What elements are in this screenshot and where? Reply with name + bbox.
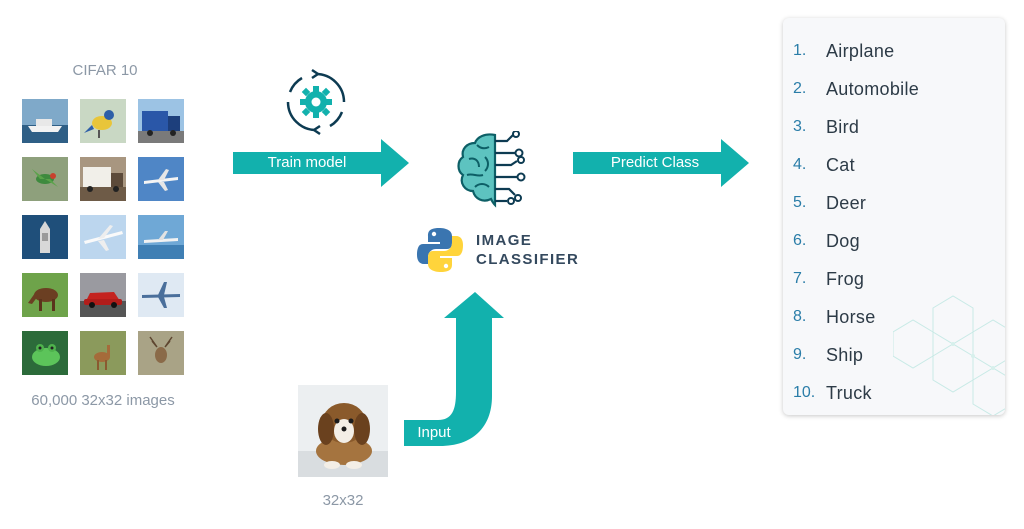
predict-class-arrow	[573, 139, 749, 187]
train-model-arrow	[233, 139, 409, 187]
thumbnail-airplane	[138, 215, 184, 259]
class-name: Airplane	[826, 40, 895, 61]
thumbnail-deer	[138, 331, 184, 375]
thumbnail-airplane	[138, 273, 184, 317]
class-name: Deer	[826, 192, 867, 213]
input-caption: 32x32	[322, 492, 364, 509]
class-item: 6. Dog	[793, 222, 919, 260]
classifier-label-line1: IMAGE	[476, 232, 533, 249]
gear-cycle-icon	[286, 68, 346, 136]
thumbnail-deer	[80, 331, 126, 375]
class-number: 9.	[793, 346, 807, 363]
class-name: Truck	[826, 382, 872, 403]
class-name: Bird	[826, 116, 860, 137]
class-number: 3.	[793, 118, 807, 135]
class-name: Automobile	[826, 78, 920, 99]
class-item: 4. Cat	[793, 146, 919, 184]
brain-circuit-icon	[457, 131, 526, 208]
class-name: Horse	[826, 306, 876, 327]
class-number: 10.	[793, 384, 816, 401]
input-arrow	[404, 292, 504, 446]
input-dog-image	[298, 385, 388, 477]
class-item: 10. Truck	[793, 374, 919, 412]
thumbnail-truck	[80, 157, 126, 201]
train-model-label: Train model	[267, 154, 347, 171]
class-item: 3. Bird	[793, 108, 919, 146]
class-number: 4.	[793, 156, 807, 173]
classifier-label-line2: CLASSIFIER	[476, 251, 580, 268]
class-list-panel: 1. Airplane 2. Automobile 3. Bird 4. Cat 5. Deer 6…	[783, 18, 1005, 415]
class-name: Cat	[826, 154, 855, 175]
thumbnail-frog	[22, 331, 68, 375]
dataset-title: CIFAR 10	[72, 62, 138, 79]
class-number: 7.	[793, 270, 807, 287]
image-classifier-label: IMAGE CLASSIFIER	[476, 231, 579, 269]
thumbnail-airplane	[138, 157, 184, 201]
class-number: 5.	[793, 194, 807, 211]
class-name: Ship	[826, 344, 864, 365]
class-list: 1. Airplane 2. Automobile 3. Bird 4. Cat 5. Deer 6…	[793, 32, 919, 412]
hexagon-pattern-decoration	[893, 295, 1005, 415]
class-name: Frog	[826, 268, 865, 289]
class-name: Dog	[826, 230, 860, 251]
thumbnail-ship	[22, 215, 68, 259]
class-item: 9. Ship	[793, 336, 919, 374]
class-item: 8. Horse	[793, 298, 919, 336]
class-item: 1. Airplane	[793, 32, 919, 70]
thumbnail-bird	[22, 157, 68, 201]
thumbnail-airplane	[80, 215, 126, 259]
class-item: 7. Frog	[793, 260, 919, 298]
python-logo	[417, 228, 463, 272]
class-number: 6.	[793, 232, 807, 249]
thumbnail-automobile	[80, 273, 126, 317]
thumbnail-horse	[22, 273, 68, 317]
thumbnail-ship	[22, 99, 68, 143]
class-number: 8.	[793, 308, 807, 325]
thumbnail-bird	[80, 99, 126, 143]
class-number: 1.	[793, 42, 807, 59]
predict-class-label: Predict Class	[610, 154, 700, 171]
class-item: 2. Automobile	[793, 70, 919, 108]
dataset-caption: 60,000 32x32 images	[31, 392, 175, 409]
class-number: 2.	[793, 80, 807, 97]
class-item: 5. Deer	[793, 184, 919, 222]
input-label: Input	[417, 424, 451, 441]
thumbnail-truck	[138, 99, 184, 143]
